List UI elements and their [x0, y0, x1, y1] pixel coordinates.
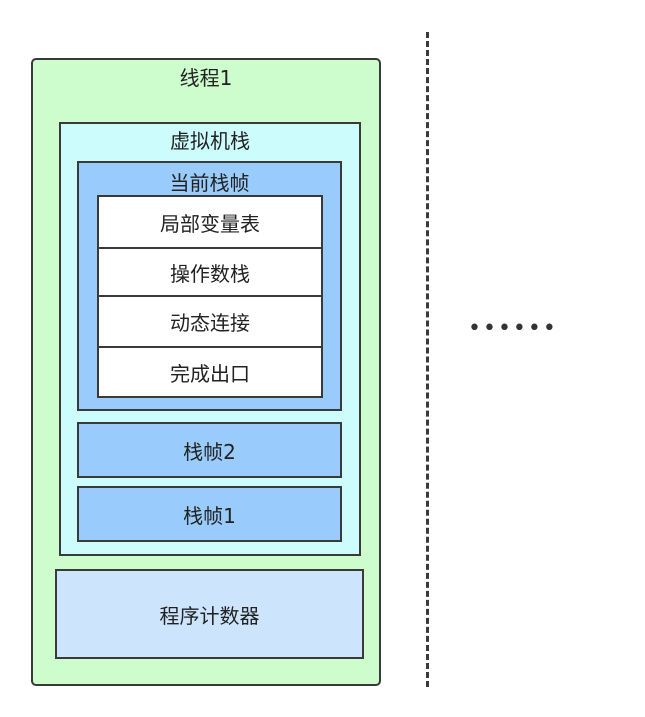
program-counter-box: 程序计数器	[55, 569, 364, 659]
thread-label: 线程1	[179, 66, 233, 90]
dashed-separator-line	[426, 32, 429, 687]
current-frame-label: 当前栈帧	[169, 171, 250, 195]
slot-return-address: 完成出口	[97, 346, 323, 398]
slot-local-variable-table: 局部变量表	[97, 195, 323, 249]
slot-operand-stack: 操作数栈	[97, 247, 323, 297]
vm-stack-label: 虚拟机栈	[170, 129, 250, 153]
stack-frame-2: 栈帧2	[77, 422, 342, 478]
stack-frame-1: 栈帧1	[77, 486, 342, 542]
slot-dynamic-linking: 动态连接	[97, 295, 323, 348]
more-threads-ellipsis: ••••••	[468, 316, 558, 341]
